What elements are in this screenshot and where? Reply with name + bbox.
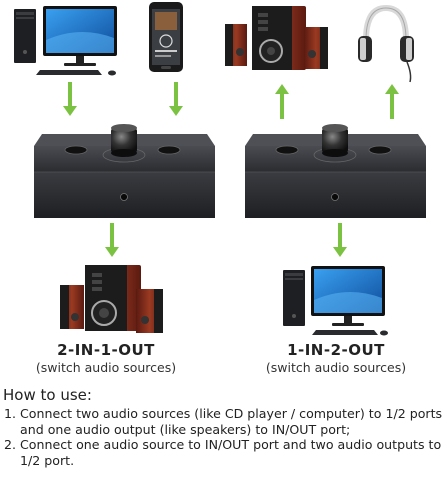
- instructions-title: How to use:: [3, 386, 92, 404]
- instruction-step: Connect two audio sources (like CD playe…: [20, 406, 443, 437]
- desktop-computer-icon: [14, 6, 117, 76]
- left-input-arrow-2: [169, 82, 183, 116]
- headphones-icon: [358, 4, 414, 83]
- instructions-section: How to use: Connect two audio sources (l…: [3, 386, 443, 468]
- instruction-step: Connect one audio source to IN/OUT port …: [20, 437, 443, 468]
- right-input-arrow: [333, 223, 347, 257]
- left-mode-title: 2-IN-1-OUT: [57, 341, 155, 359]
- right-output-arrow-2: [385, 84, 399, 119]
- smartphone-icon: [149, 2, 183, 72]
- left-input-arrow-1: [63, 82, 77, 116]
- left-mode-caption: 2-IN-1-OUT (switch audio sources): [6, 341, 206, 375]
- right-speaker-system-icon: [225, 6, 328, 70]
- left-output-arrow: [105, 223, 119, 257]
- right-output-arrow-1: [275, 84, 289, 119]
- right-audio-switcher: [245, 124, 426, 218]
- left-mode-subtitle: (switch audio sources): [35, 360, 177, 375]
- left-audio-switcher: [34, 124, 215, 218]
- instructions-list: Connect two audio sources (like CD playe…: [3, 406, 443, 468]
- speaker-system-icon: [60, 265, 163, 333]
- right-mode-caption: 1-IN-2-OUT (switch audio sources): [236, 341, 436, 375]
- desktop-computer-source-icon: [283, 266, 388, 336]
- right-mode-subtitle: (switch audio sources): [265, 360, 407, 375]
- right-mode-title: 1-IN-2-OUT: [287, 341, 385, 359]
